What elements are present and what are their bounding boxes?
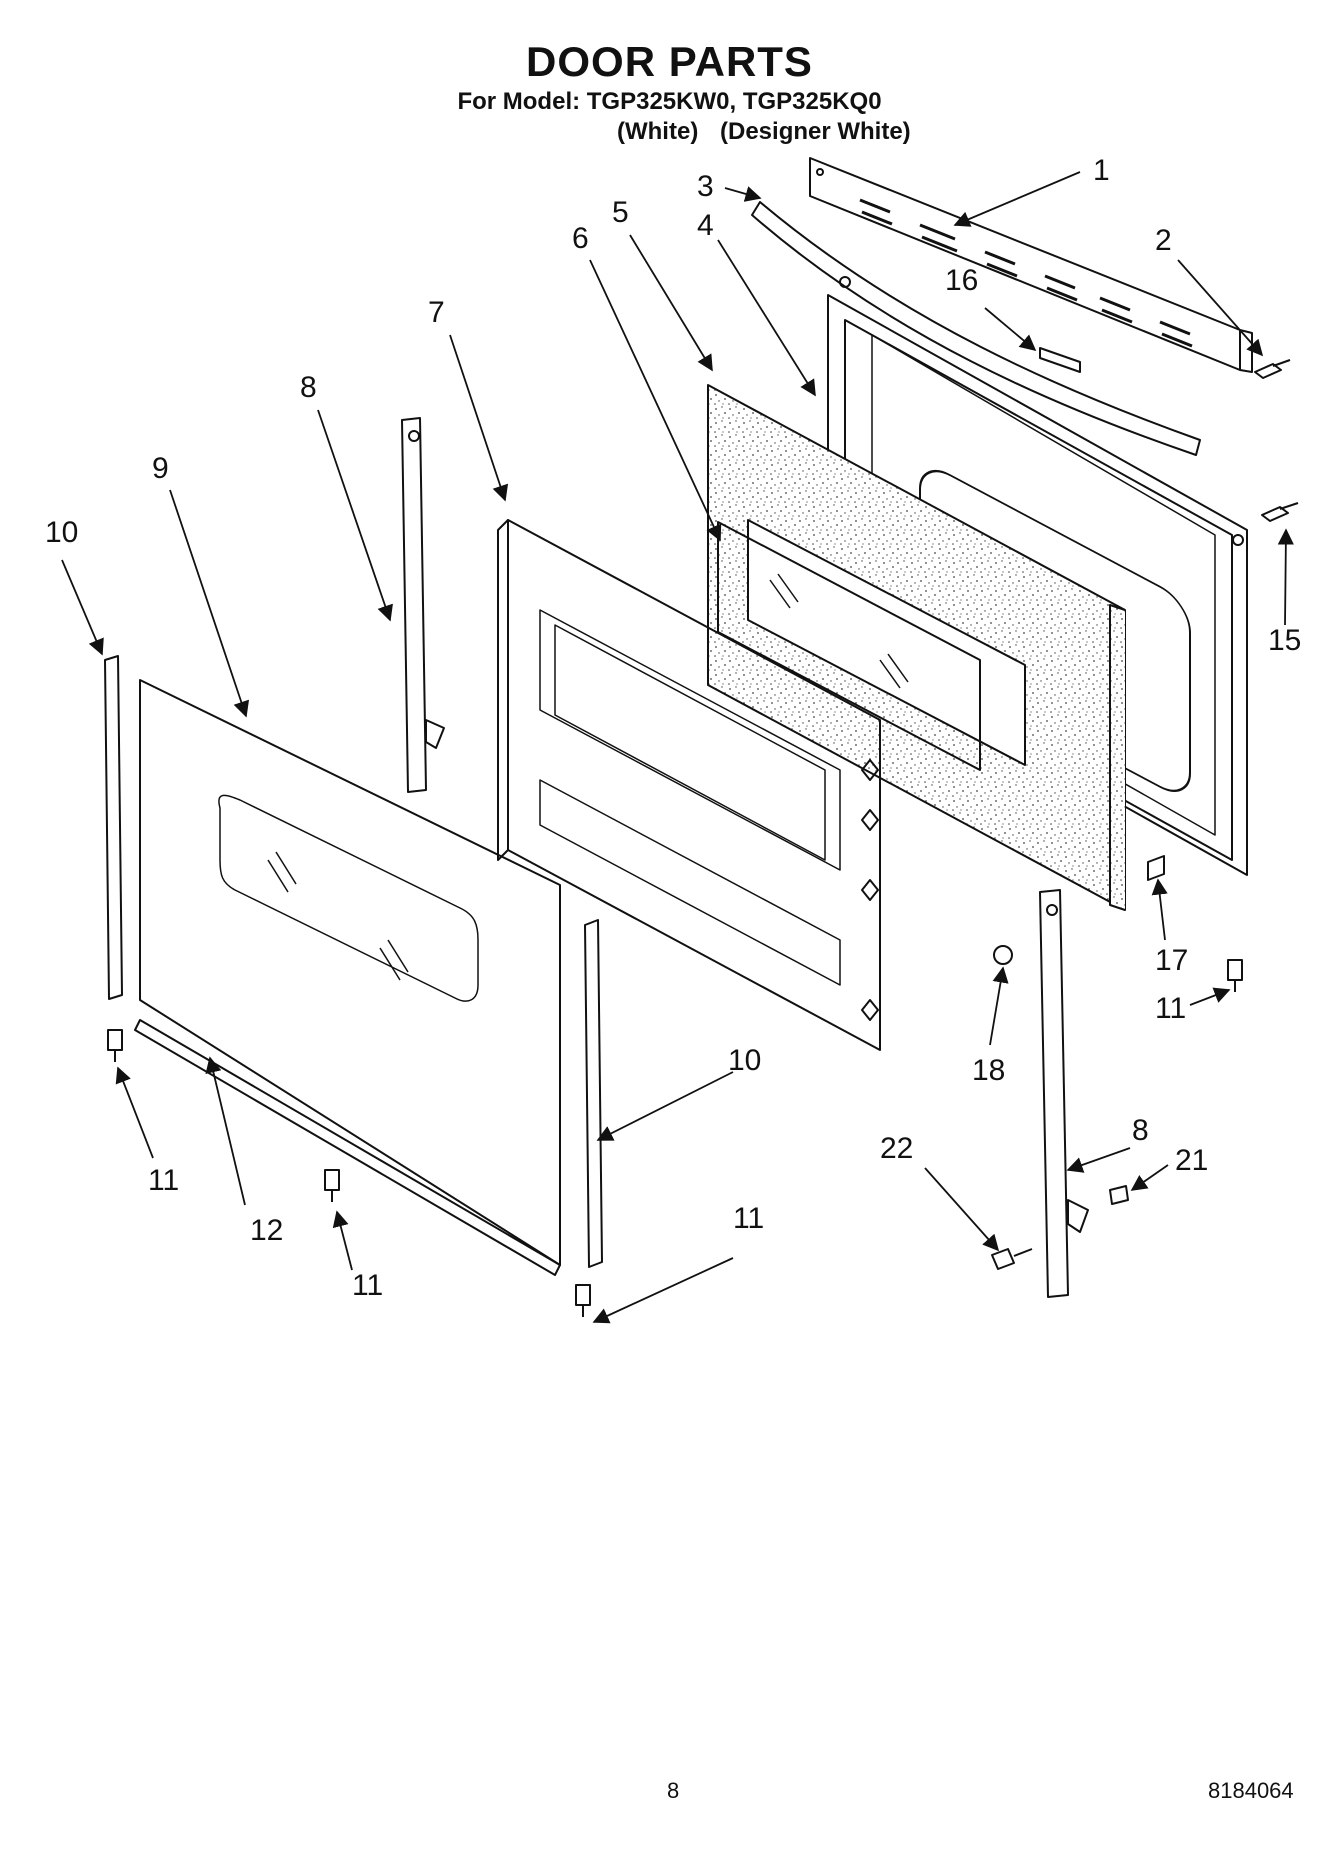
callout-11-a: 11 [148, 1164, 179, 1197]
callout-10-left: 10 [45, 516, 78, 549]
badge-part-16 [1039, 347, 1081, 373]
callout-10-right: 10 [728, 1044, 761, 1077]
model-line: For Model: TGP325KW0, TGP325KQ0 [457, 88, 882, 115]
clip-part-17 [1147, 855, 1165, 881]
screw-part-11 [107, 959, 1243, 1317]
page-title: DOOR PARTS [526, 38, 813, 85]
callout-18: 18 [972, 1054, 1005, 1087]
callout-17: 17 [1155, 944, 1188, 977]
callout-9: 9 [152, 452, 169, 485]
model-variant-white: (White) [617, 118, 699, 145]
callout-6: 6 [572, 222, 589, 255]
side-trim-part-10-right [584, 919, 603, 1268]
callout-2: 2 [1155, 224, 1172, 257]
callout-8-right: 8 [1132, 1114, 1149, 1147]
callout-1: 1 [1093, 154, 1110, 187]
hinge-part-8-left [401, 417, 445, 793]
screw-part-2 [1254, 359, 1291, 379]
inner-door-liner-part-7 [497, 519, 881, 1051]
window-glass-part-6 [717, 521, 981, 771]
callout-12: 12 [250, 1214, 283, 1247]
callout-15: 15 [1268, 624, 1301, 657]
screw-part-15 [1261, 502, 1299, 522]
callout-16: 16 [945, 264, 978, 297]
hinge-part-8-right [1039, 889, 1089, 1298]
callout-3: 3 [697, 170, 714, 203]
bottom-trim-part-12 [134, 1019, 561, 1276]
callout-11-b: 11 [352, 1269, 383, 1302]
vent-trim-part-1 [809, 157, 1253, 373]
callout-8-left: 8 [300, 371, 317, 404]
screw-part-22 [991, 1248, 1033, 1270]
leader-lines [61, 171, 1294, 1324]
callout-22: 22 [880, 1132, 913, 1165]
clip-part-21 [1109, 1185, 1129, 1205]
callout-21: 21 [1175, 1144, 1208, 1177]
side-trim-part-10-left [104, 655, 123, 1000]
model-variant-designer-white: (Designer White) [720, 118, 911, 145]
callout-5: 5 [612, 196, 629, 229]
callout-11-d: 11 [1155, 992, 1186, 1025]
trim-strip-part-3 [751, 201, 1201, 456]
page-number: 8 [667, 1778, 680, 1803]
callout-4: 4 [697, 209, 714, 242]
insulation-part-5 [707, 384, 1126, 911]
document-number: 8184064 [1208, 1778, 1294, 1803]
callout-labels: 1 2 3 4 5 6 7 8 8 9 10 10 11 11 11 11 12… [45, 154, 1301, 1302]
callout-11-c: 11 [733, 1202, 764, 1235]
callout-7: 7 [428, 296, 445, 329]
bumper-part-18 [993, 945, 1013, 965]
